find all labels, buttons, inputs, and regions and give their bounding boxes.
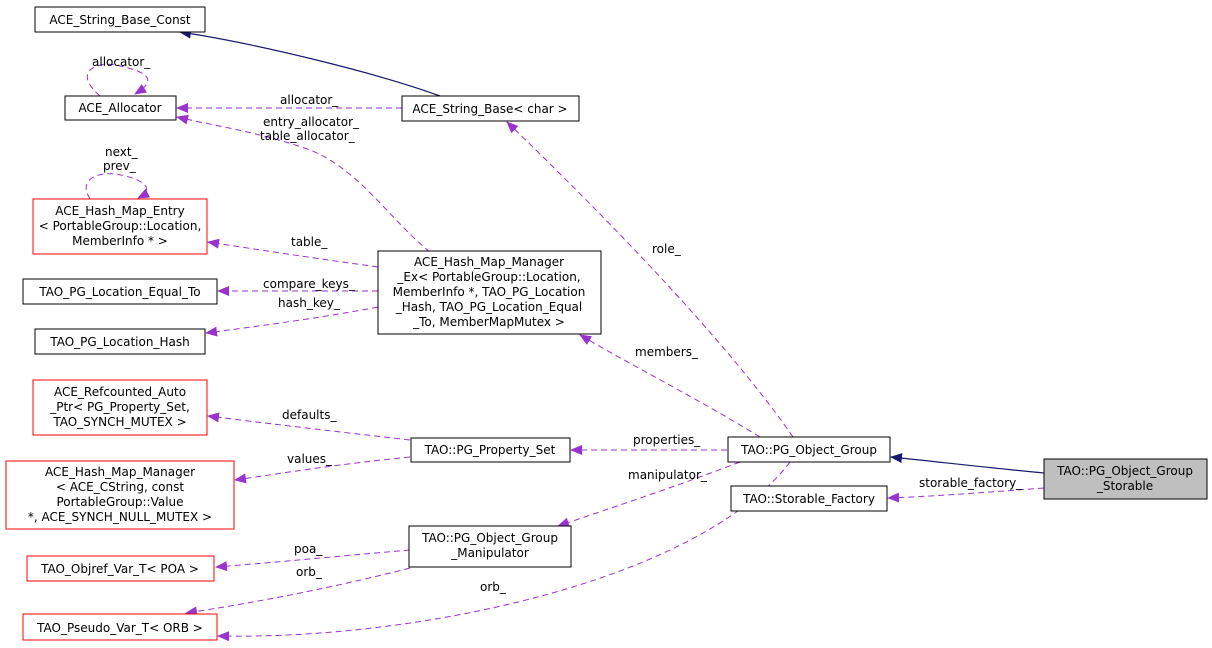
node-ace-string-base-const[interactable]: ACE_String_Base_Const [34,6,206,33]
node-ace-hash-map-manager-ex-label-5: _To, MemberMapMutex > [412,315,565,329]
label-properties: properties_ [633,433,701,447]
edge-ogm-to-ov [215,549,411,572]
node-tao-pg-object-group-manipulator-label-1: TAO::PG_Object_Group [421,531,558,545]
node-tao-storable-factory[interactable]: TAO::Storable_Factory [730,485,888,512]
node-tao-pseudo-var-t-orb-label: TAO_Pseudo_Var_T< ORB > [36,621,203,635]
edge-ogm-to-pv [185,567,411,617]
label-hash-key: hash_key_ [278,296,341,310]
node-tao-storable-factory-label: TAO::Storable_Factory [742,492,875,506]
label-storable-factory: storable_factory_ [919,476,1023,490]
label-entry-allocator: entry_allocator_ [263,115,360,129]
node-tao-pg-location-hash[interactable]: TAO_PG_Location_Hash [34,328,206,355]
node-tao-pg-object-group-manipulator-label-2: _Manipulator [450,546,529,560]
node-ace-refcounted-auto-ptr-label-3: TAO_SYNCH_MUTEX > [52,415,186,429]
node-tao-pg-location-hash-label: TAO_PG_Location_Hash [49,335,189,349]
edge-hmm-to-hme [207,238,379,268]
node-ace-hash-map-manager-ex[interactable]: ACE_Hash_Map_Manager _Ex< PortableGroup:… [377,250,602,335]
node-ace-string-base-const-label: ACE_String_Base_Const [49,13,191,27]
label-orb-ogm: orb_ [296,565,323,579]
label-members: members_ [635,345,699,359]
edge-alloc-self [86,63,149,97]
node-tao-objref-var-t-poa-label: TAO_Objref_Var_T< POA > [40,562,199,576]
node-ace-hash-map-entry-label-1: ACE_Hash_Map_Entry [55,204,184,218]
edge-og-to-ogm [557,461,741,528]
edge-og-to-hmm [579,334,761,438]
node-tao-pg-location-equal-to-label: TAO_PG_Location_Equal_To [38,285,200,299]
node-tao-pg-object-group-storable-label-2: _Storable [1096,479,1153,493]
node-ace-refcounted-auto-ptr-label-1: ACE_Refcounted_Auto [54,385,186,399]
node-ace-hash-map-manager-ex-label-2: _Ex< PortableGroup::Location, [396,270,580,284]
label-compare-keys: compare_keys_ [263,277,356,291]
edge-ogs-to-og [890,453,1045,474]
node-tao-pseudo-var-t-orb[interactable]: TAO_Pseudo_Var_T< ORB > [22,613,218,641]
label-allocator-self: allocator_ [92,55,151,69]
node-ace-hash-map-manager-cstring-label-3: PortableGroup::Value [56,495,183,509]
node-tao-objref-var-t-poa[interactable]: TAO_Objref_Var_T< POA > [26,555,215,582]
node-ace-hash-map-manager-cstring-label-1: ACE_Hash_Map_Manager [45,465,195,479]
node-ace-string-base-char[interactable]: ACE_String_Base< char > [401,95,580,122]
node-ace-hash-map-entry[interactable]: ACE_Hash_Map_Entry < PortableGroup::Loca… [32,198,208,255]
label-values: values_ [287,452,333,466]
node-ace-hash-map-manager-ex-label-3: MemberInfo *, TAO_PG_Location [393,285,586,299]
node-tao-pg-location-equal-to[interactable]: TAO_PG_Location_Equal_To [22,278,218,305]
label-table-allocator: table_allocator_ [260,129,356,143]
node-tao-pg-object-group[interactable]: TAO::PG_Object_Group [727,436,891,463]
node-ace-hash-map-manager-cstring-label-2: < ACE_CString, const [56,480,184,494]
label-poa: poa_ [294,542,323,556]
node-ace-string-base-char-label: ACE_String_Base< char > [412,102,567,116]
node-ace-hash-map-entry-label-3: MemberInfo * > [72,234,168,248]
edge-ps-to-rc [207,412,411,441]
edge-sb-to-sbc [179,28,441,97]
label-orb-og: orb_ [480,580,507,594]
edge-hme-self [85,173,151,200]
node-ace-hash-map-entry-label-2: < PortableGroup::Location, [39,219,202,233]
edge-ps-to-hmm2 [234,456,411,484]
edge-hmm-to-lh [205,306,379,337]
node-ace-allocator[interactable]: ACE_Allocator [64,95,177,121]
node-tao-pg-property-set-label: TAO::PG_Property_Set [424,443,556,457]
node-tao-pg-object-group-storable-label-1: TAO::PG_Object_Group [1056,464,1193,478]
node-tao-pg-object-group-label: TAO::PG_Object_Group [740,443,877,457]
node-ace-allocator-label: ACE_Allocator [78,101,161,115]
edge-og-to-pv [217,461,791,642]
label-role: role_ [652,242,682,256]
label-allocator-sb: allocator_ [280,93,339,107]
label-defaults: defaults_ [282,408,337,422]
node-ace-refcounted-auto-ptr[interactable]: ACE_Refcounted_Auto _Ptr< PG_Property_Se… [32,379,208,436]
edge-og-to-sb [506,121,794,438]
node-ace-hash-map-manager-ex-label-4: _Hash, TAO_PG_Location_Equal [395,300,583,314]
node-tao-pg-property-set[interactable]: TAO::PG_Property_Set [410,437,571,463]
node-ace-hash-map-manager-ex-label-1: ACE_Hash_Map_Manager [414,255,564,269]
node-tao-pg-object-group-storable[interactable]: TAO::PG_Object_Group _Storable [1043,458,1208,500]
node-ace-hash-map-manager-cstring[interactable]: ACE_Hash_Map_Manager < ACE_CString, cons… [5,460,235,530]
node-tao-pg-object-group-manipulator[interactable]: TAO::PG_Object_Group _Manipulator [408,525,572,568]
label-prev: prev_ [103,159,137,173]
label-next: next_ [105,145,139,159]
node-ace-refcounted-auto-ptr-label-2: _Ptr< PG_Property_Set, [49,400,190,414]
label-manipulator: manipulator_ [628,468,708,482]
node-ace-hash-map-manager-cstring-label-4: *, ACE_SYNCH_NULL_MUTEX > [28,510,212,524]
label-table: table_ [291,235,328,249]
